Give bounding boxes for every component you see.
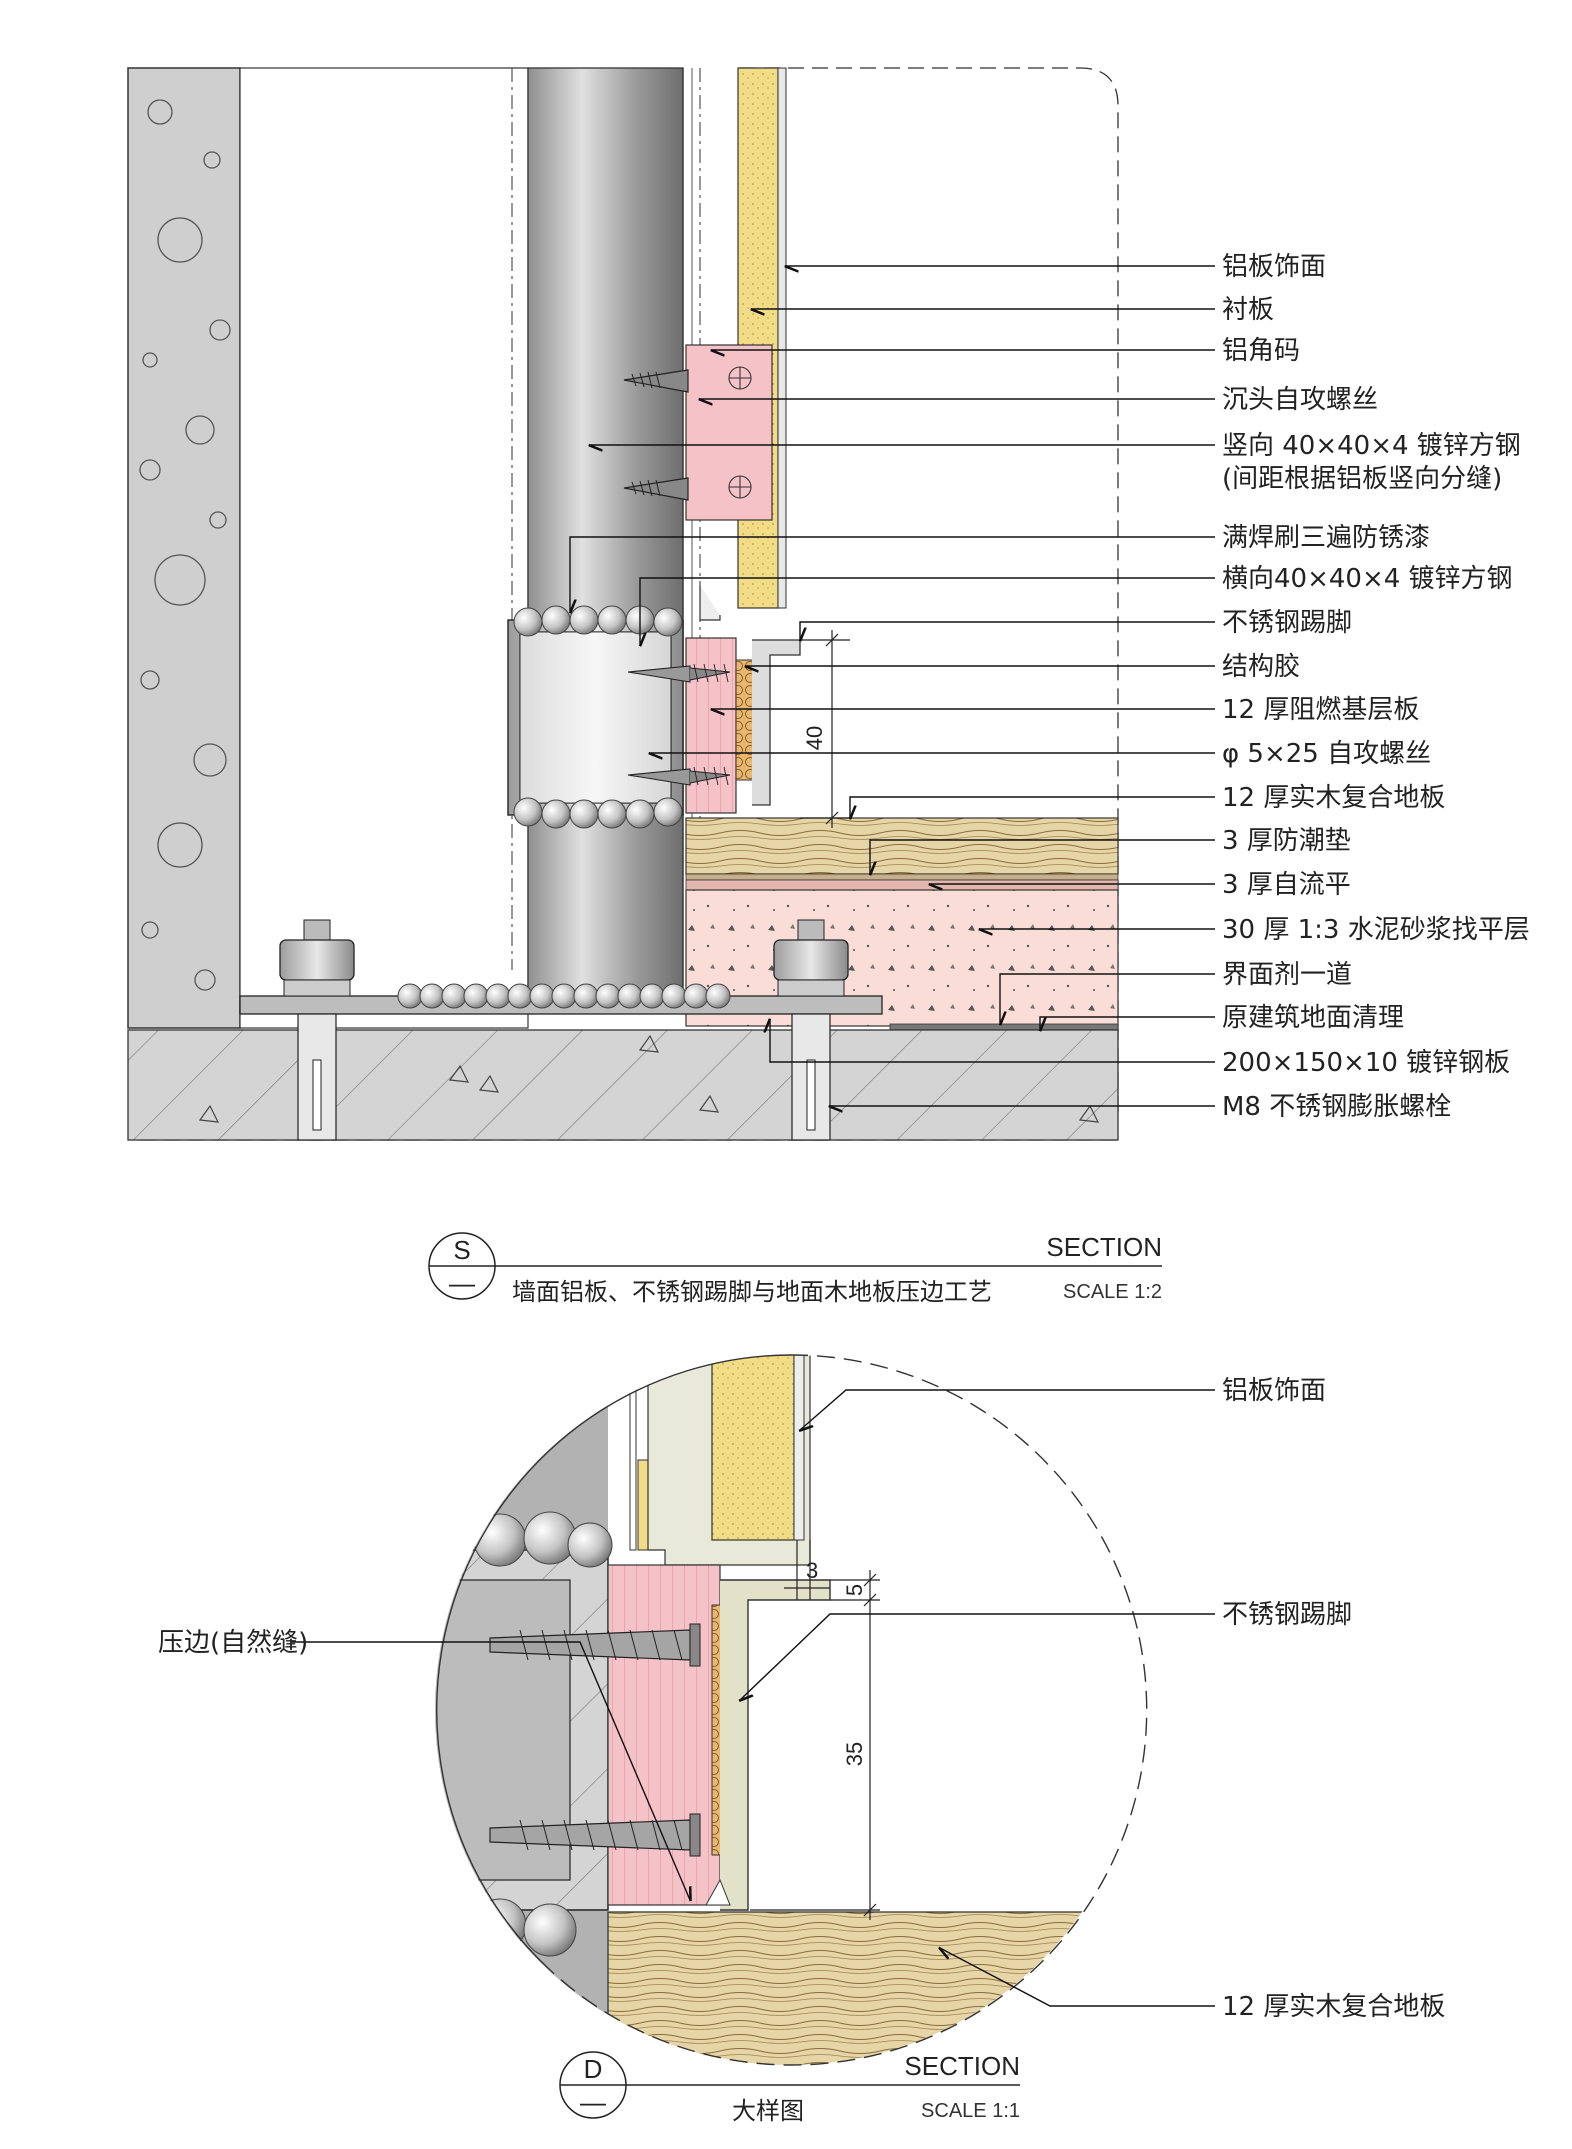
label-wood-floor: 12 厚实木复合地板 (1222, 783, 1445, 813)
detail-label-stainless-baseboard: 不锈钢踢脚 (1222, 1600, 1352, 1630)
detail-label-aluminum-finish: 铝板饰面 (1222, 1376, 1326, 1406)
label-weld-paint: 满焊刷三遍防锈漆 (1222, 523, 1430, 553)
section-1-dash: — (449, 1268, 475, 1298)
section-1-subtitle: 墙面铝板、不锈钢踢脚与地面木地板压边工艺 (512, 1278, 992, 1306)
anchor-bolt-icon (279, 919, 849, 1141)
label-vertical-steel-note: (间距根据铝板竖向分缝) (1222, 464, 1502, 494)
section-2-dash: — (580, 2087, 606, 2117)
label-horizontal-steel: 横向40×40×4 镀锌方钢 (1222, 564, 1513, 594)
label-vertical-steel: 竖向 40×40×4 镀锌方钢 (1222, 431, 1521, 461)
label-expansion-bolt: M8 不锈钢膨胀螺栓 (1222, 1092, 1451, 1122)
section-1-word: SECTION (1046, 1232, 1162, 1262)
label-moisture-pad: 3 厚防潮垫 (1222, 826, 1351, 856)
label-structural-glue: 结构胶 (1222, 652, 1300, 682)
section-1-labels: 铝板饰面 衬板 铝角码 沉头自攻螺丝 竖向 40×40×4 镀锌方钢 (间距根据… (1222, 252, 1530, 1122)
section-2-leaders (292, 1389, 1215, 2007)
dimension-3-label: 3 (806, 1558, 818, 1583)
section-1-drawing: 40 铝板饰面 衬板 铝角码 沉 (127, 67, 1530, 1306)
label-countersunk-screw: 沉头自攻螺丝 (1222, 385, 1378, 415)
label-lining-board: 衬板 (1222, 295, 1274, 325)
label-aluminum-finish: 铝板饰面 (1222, 252, 1326, 282)
label-fire-board: 12 厚阻燃基层板 (1222, 695, 1419, 725)
section-1-leaders (570, 266, 1215, 1106)
label-steel-plate: 200×150×10 镀锌钢板 (1222, 1048, 1510, 1078)
section-2-drawing: 3 5 35 铝板饰面 不锈钢踢脚 压边(自然缝) 12 厚实木复合地板 D —… (158, 1354, 1445, 2125)
section-1-scale: SCALE 1:2 (1063, 1281, 1162, 1303)
label-self-leveling: 3 厚自流平 (1222, 870, 1351, 900)
detail-label-wood-floor: 12 厚实木复合地板 (1222, 1992, 1445, 2022)
dimension-40-label: 40 (802, 726, 827, 750)
section-2-scale: SCALE 1:1 (921, 2100, 1020, 2122)
section-2-subtitle: 大样图 (732, 2097, 804, 2125)
detail-label-edge-gap: 压边(自然缝) (158, 1628, 308, 1658)
dimension-35-label: 35 (842, 1742, 867, 1766)
label-aluminum-angle: 铝角码 (1222, 336, 1300, 366)
section-1-title-block: S — SECTION 墙面铝板、不锈钢踢脚与地面木地板压边工艺 SCALE 1… (428, 1232, 1162, 1306)
label-stainless-baseboard: 不锈钢踢脚 (1222, 608, 1352, 638)
section-2-title-block: D — SECTION 大样图 SCALE 1:1 (559, 2051, 1020, 2125)
label-interface-agent: 界面剂一道 (1222, 960, 1352, 990)
label-self-tapping-screw: φ 5×25 自攻螺丝 (1222, 739, 1431, 769)
dimension-5-label: 5 (842, 1584, 867, 1596)
label-mortar-layer: 30 厚 1:3 水泥砂浆找平层 (1222, 915, 1530, 945)
label-ground-clean: 原建筑地面清理 (1222, 1003, 1404, 1033)
section-1-letter: S (453, 1235, 470, 1265)
section-2-word: SECTION (904, 2051, 1020, 2081)
section-2-letter: D (584, 2054, 603, 2084)
countersunk-screw-icon (623, 369, 689, 501)
